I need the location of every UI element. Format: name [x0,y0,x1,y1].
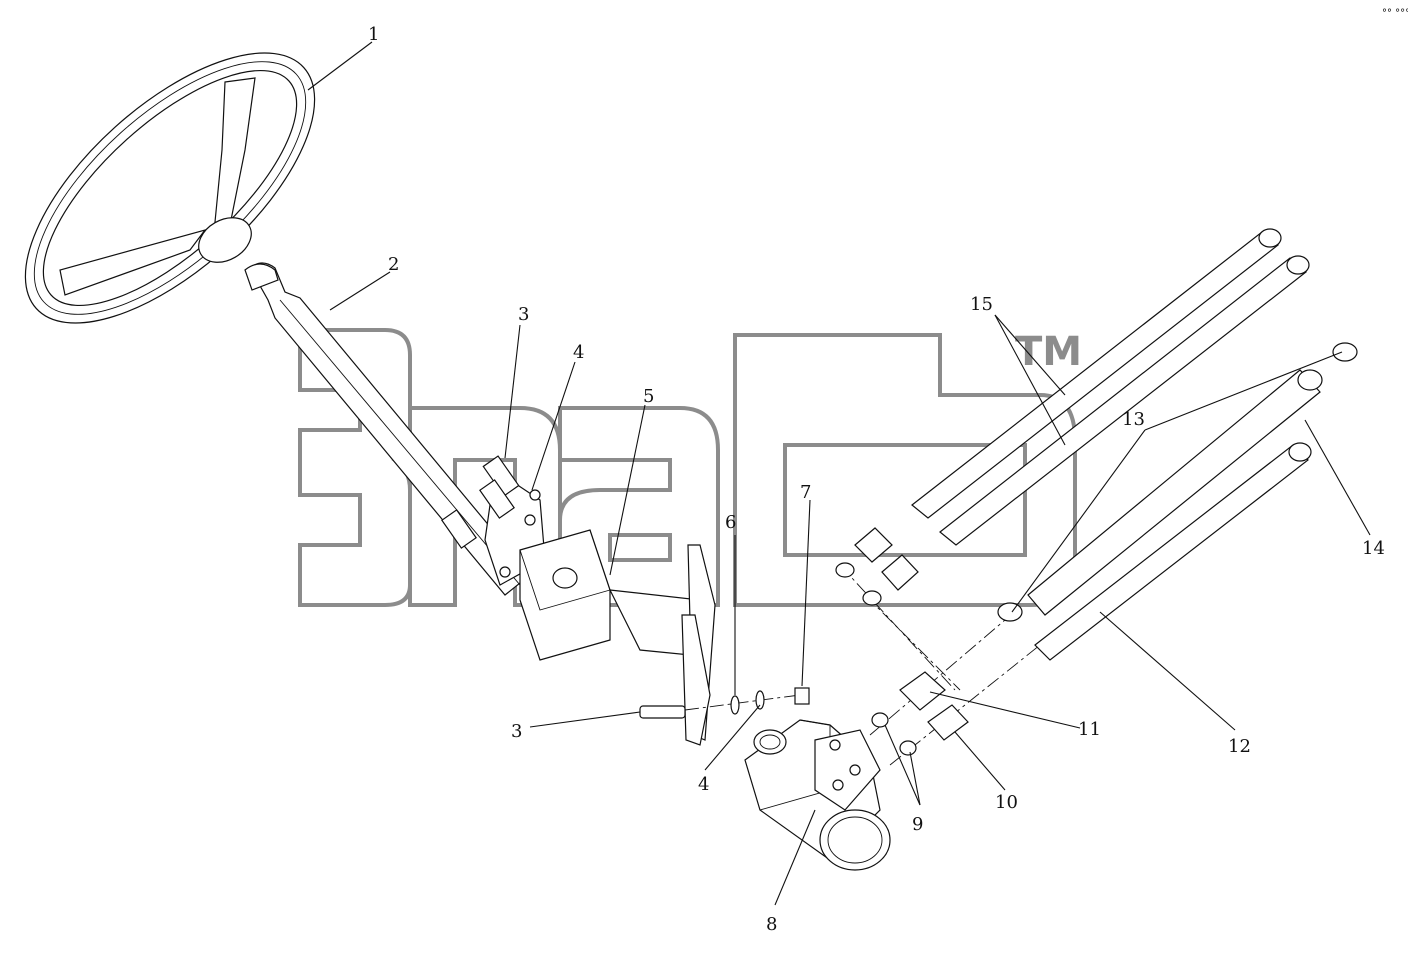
callout-5: 5 [643,386,654,407]
lower-fasteners [639,687,810,719]
callout-11: 11 [1078,719,1101,740]
callout-3-lower: 3 [511,721,522,742]
callout-7: 7 [800,482,811,503]
callout-9: 9 [912,814,923,835]
callout-14: 14 [1362,538,1385,559]
steering-column [244,262,531,596]
callout-10: 10 [995,792,1018,813]
callout-1: 1 [368,24,379,45]
hoses [911,228,1358,661]
callout-15: 15 [970,294,993,315]
steering-unit [744,719,891,871]
trademark-label: TM [1015,329,1082,375]
steering-wheel [24,52,316,324]
leader-lines [307,41,1371,906]
watermark: TM [298,328,1082,607]
callout-6: 6 [725,512,736,533]
callout-13: 13 [1122,409,1145,430]
callout-4-upper: 4 [573,342,584,363]
callout-12: 12 [1228,736,1251,757]
mount-bracket [441,455,716,746]
callout-labels: 1 2 3 4 5 3 4 6 7 8 9 10 11 12 13 14 15 [368,24,1385,935]
callout-8: 8 [766,914,777,935]
callout-2: 2 [388,254,399,275]
callout-4-lower: 4 [698,774,709,795]
hydraulic-fittings [835,527,1041,766]
callout-3-upper: 3 [518,304,529,325]
corner-mark: °° °°° [1382,8,1408,19]
